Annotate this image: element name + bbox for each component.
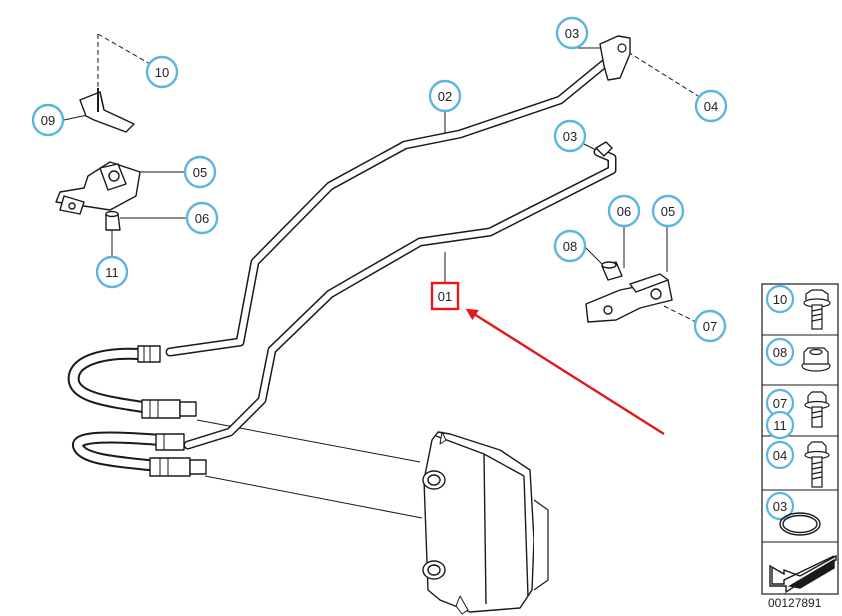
nut-flange-icon <box>801 347 831 372</box>
oil-cooler-lines <box>67 35 631 477</box>
callout-label: 01 <box>438 289 452 304</box>
callout-label: 06 <box>617 204 631 219</box>
legend-label: 04 <box>773 448 787 463</box>
legend-label: 07 <box>773 396 787 411</box>
document-id: 00127891 <box>768 596 822 610</box>
highlight-arrow <box>465 308 665 436</box>
callout-label: 10 <box>155 65 169 80</box>
legend-label: 03 <box>773 499 787 514</box>
arrow-icon <box>769 554 837 594</box>
legend-row-07-11[interactable]: 07 11 <box>765 388 830 440</box>
legend-row-10[interactable]: 10 <box>765 284 831 330</box>
legend-label: 08 <box>773 345 787 360</box>
callout-label: 05 <box>661 204 675 219</box>
callout-06-left[interactable]: 06 <box>185 201 219 235</box>
bolt-short-icon <box>804 391 830 428</box>
bolt-long-icon <box>804 441 830 488</box>
callout-03-top[interactable]: 03 <box>555 16 589 50</box>
callout-07-right[interactable]: 07 <box>693 309 727 343</box>
callout-05-left[interactable]: 05 <box>183 155 217 189</box>
callout-label: 05 <box>193 165 207 180</box>
left-bracket-assembly <box>55 88 141 231</box>
legend-row-04[interactable]: 04 <box>765 440 830 488</box>
callout-label: 06 <box>195 211 209 226</box>
callout-label: 03 <box>563 129 577 144</box>
bolt-flange-icon <box>803 289 831 330</box>
callout-02[interactable]: 02 <box>428 79 462 113</box>
callout-03-mid[interactable]: 03 <box>553 119 587 153</box>
callout-10-top[interactable]: 10 <box>145 55 179 89</box>
callout-label: 08 <box>563 239 577 254</box>
callout-01-highlighted[interactable]: 01 <box>430 281 460 311</box>
callout-09[interactable]: 09 <box>31 103 65 137</box>
o-ring-icon <box>779 512 821 536</box>
callout-label: 02 <box>438 89 452 104</box>
callout-label: 03 <box>565 26 579 41</box>
callout-label: 07 <box>703 319 717 334</box>
callout-11-left[interactable]: 11 <box>95 255 129 289</box>
parts-legend: 10 08 07 11 <box>761 283 839 595</box>
callout-label: 11 <box>105 265 119 280</box>
oil-cooler <box>422 431 549 615</box>
legend-label: 10 <box>773 292 787 307</box>
legend-row-03[interactable]: 03 <box>765 491 821 536</box>
callout-label: 09 <box>41 113 55 128</box>
right-bracket-assembly <box>585 261 673 323</box>
legend-label: 11 <box>773 418 787 433</box>
callout-04[interactable]: 04 <box>694 89 728 123</box>
legend-row-08[interactable]: 08 <box>765 337 831 372</box>
callout-06-right[interactable]: 06 <box>607 194 641 228</box>
callout-05-right[interactable]: 05 <box>651 194 685 228</box>
callout-08-right[interactable]: 08 <box>553 229 587 263</box>
callout-label: 04 <box>704 99 718 114</box>
